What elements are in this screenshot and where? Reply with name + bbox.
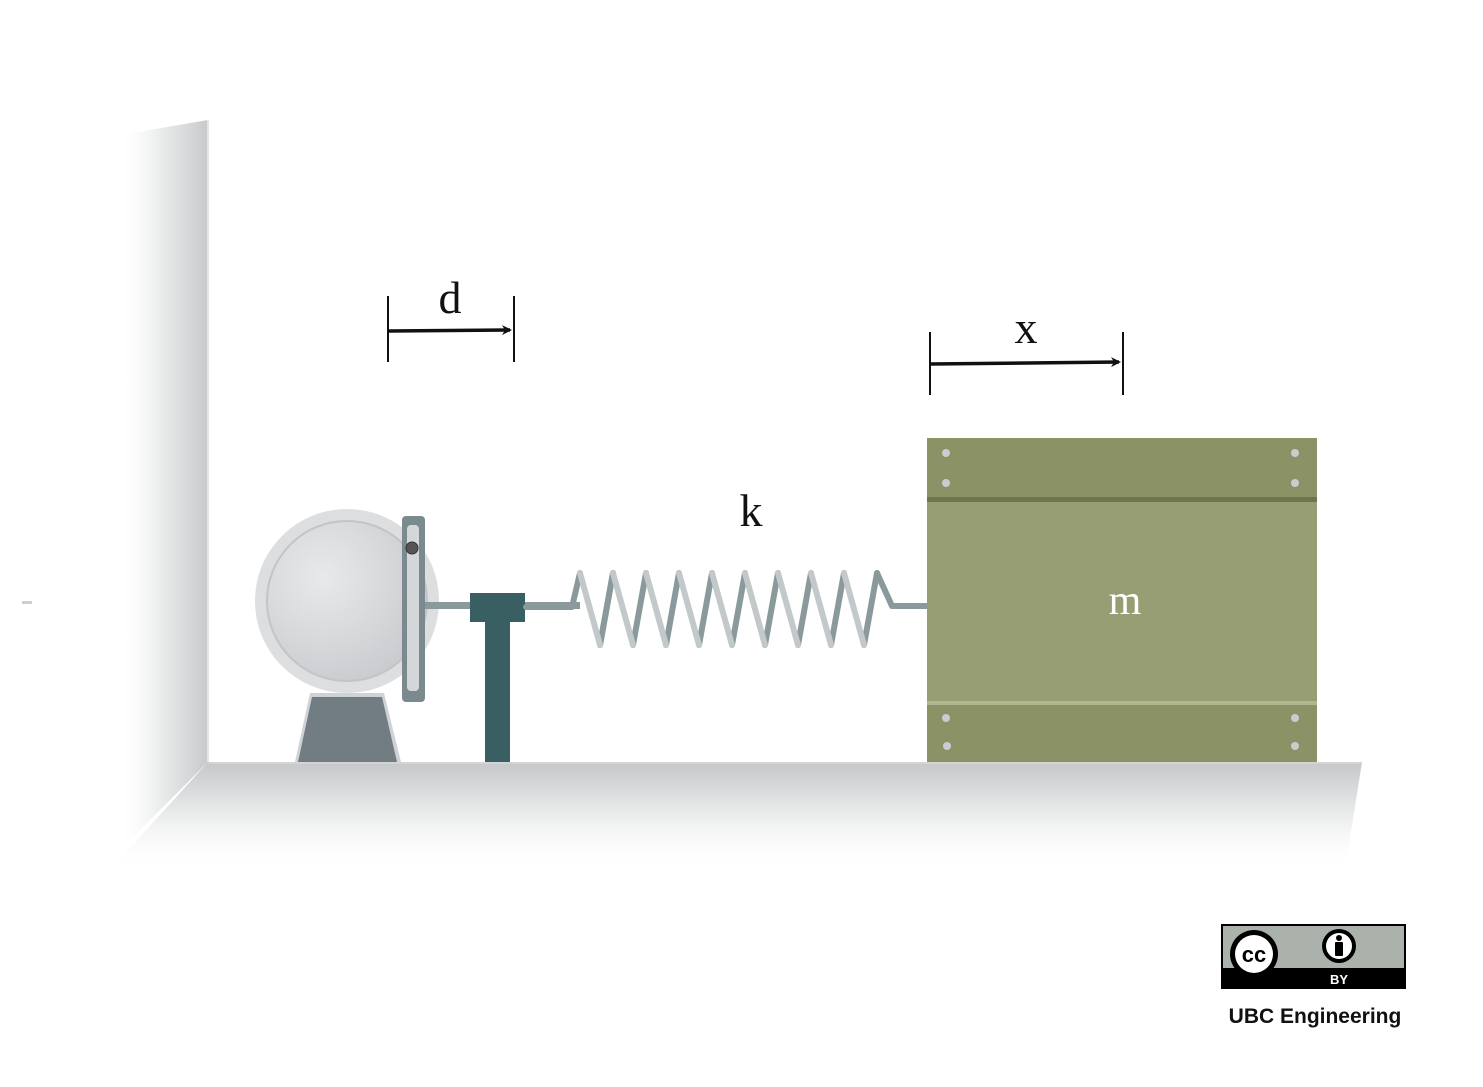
- motor: [255, 509, 439, 762]
- t-post: [470, 593, 525, 762]
- attribution-person-icon: [1322, 929, 1356, 963]
- cc-icon: cc: [1230, 930, 1278, 978]
- x-dimension: x: [929, 302, 1124, 395]
- slotted-link: [402, 516, 425, 702]
- mass-block: m: [927, 438, 1317, 762]
- crank-pin: [405, 541, 419, 555]
- x-label: x: [1015, 302, 1038, 353]
- by-label: BY: [1330, 972, 1348, 987]
- artifact-mark: [22, 601, 32, 604]
- d-label: d: [439, 272, 462, 323]
- bolts: [942, 449, 1299, 750]
- wall: [120, 120, 209, 850]
- organization-label: UBC Engineering: [1229, 1005, 1402, 1028]
- cc-by-badge: cc BY: [1221, 924, 1406, 989]
- k-label: k: [740, 485, 763, 536]
- d-dimension: d: [387, 272, 515, 362]
- svg-text:cc: cc: [1242, 942, 1266, 967]
- floor: [110, 762, 1362, 870]
- mass-label: m: [1109, 578, 1142, 624]
- spring: [523, 570, 931, 648]
